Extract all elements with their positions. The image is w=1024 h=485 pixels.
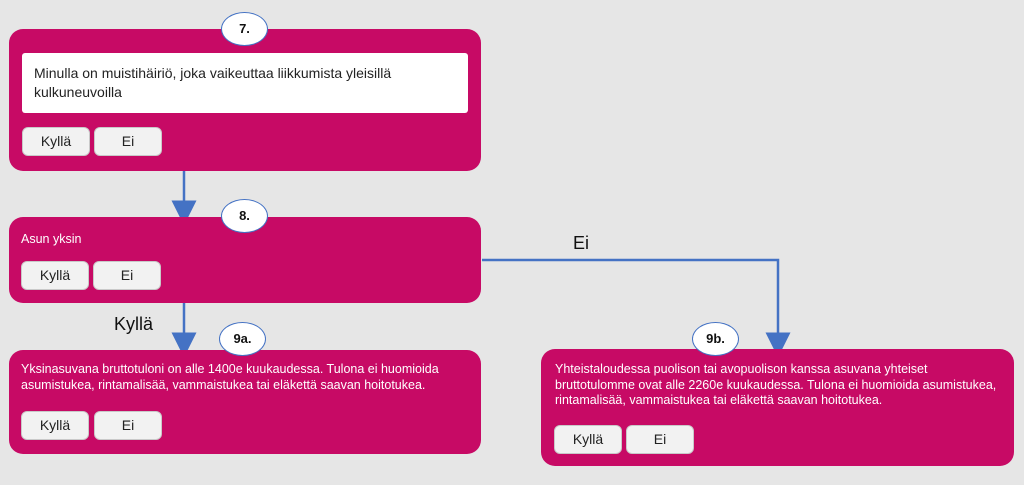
step-9b-number: 9b. [692, 322, 739, 356]
step-9b-yes-button[interactable]: Kyllä [554, 425, 622, 454]
step-9a-no-button[interactable]: Ei [94, 411, 162, 440]
step-9a-yes-button[interactable]: Kyllä [21, 411, 89, 440]
connector-8-to-9b [482, 258, 791, 358]
step-7-yes-button[interactable]: Kyllä [22, 127, 90, 156]
step-8-no-button[interactable]: Ei [93, 261, 161, 290]
step-9a-number: 9a. [219, 322, 266, 356]
step-9b-no-button[interactable]: Ei [626, 425, 694, 454]
step-7-no-button[interactable]: Ei [94, 127, 162, 156]
step-7-card: Minulla on muistihäiriö, joka vaikeuttaa… [9, 29, 481, 171]
step-7-number: 7. [221, 12, 268, 46]
step-9a-card: Yksinasuvana bruttotuloni on alle 1400e … [9, 350, 481, 454]
step-8-yes-button[interactable]: Kyllä [21, 261, 89, 290]
connector-label-yes: Kyllä [114, 314, 154, 334]
step-9b-question: Yhteistaloudessa puolison tai avopuoliso… [555, 362, 997, 407]
connector-label-no: Ei [573, 233, 590, 253]
step-8-question: Asun yksin [21, 232, 82, 246]
step-9a-question: Yksinasuvana bruttotuloni on alle 1400e … [21, 362, 439, 392]
step-8-number: 8. [221, 199, 268, 233]
step-7-question: Minulla on muistihäiriö, joka vaikeuttaa… [22, 53, 468, 113]
step-9b-card: Yhteistaloudessa puolison tai avopuoliso… [541, 349, 1014, 466]
